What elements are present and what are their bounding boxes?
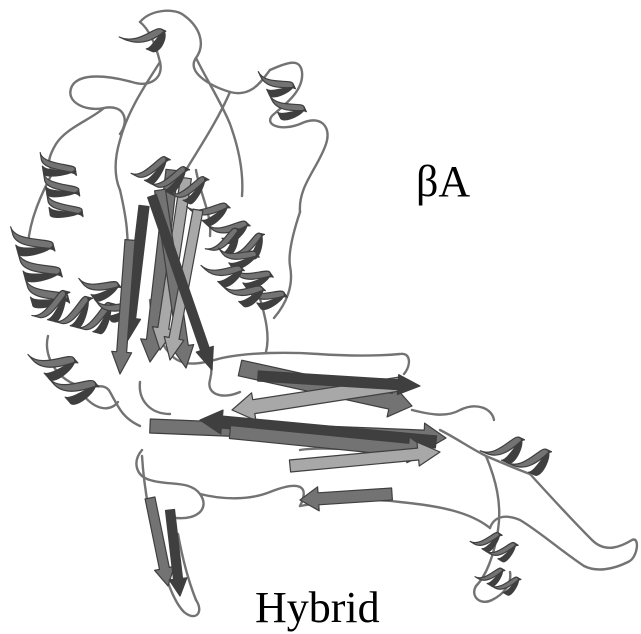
hybrid-domain-label: Hybrid [255,586,380,630]
alpha-helix [258,72,306,120]
coil-loop [140,11,270,93]
beta-a-domain-label: βA [416,160,470,204]
alpha-helix [475,568,521,595]
coil-loop [258,292,268,352]
beta-strand [300,487,392,511]
coil-loop [200,486,304,506]
coil-loop [412,406,494,420]
alpha-helices [11,29,552,595]
coil-loop [186,92,230,170]
alpha-helix [28,355,99,405]
coil-loop [49,108,104,170]
coil-loop [140,382,170,414]
alpha-helix [470,533,518,562]
alpha-helix [119,29,166,52]
alpha-helix [201,265,265,306]
coil-loop [530,474,637,562]
